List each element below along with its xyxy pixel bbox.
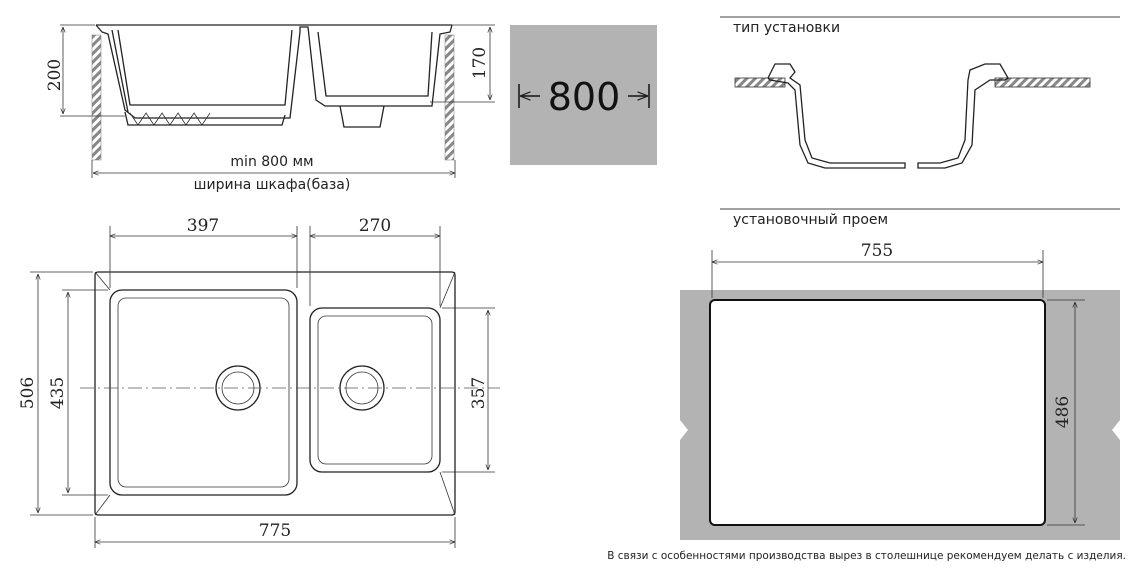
cabinet-wall-left <box>91 34 102 161</box>
cutout-height: 486 <box>1053 396 1073 428</box>
bowl-right-depth: 357 <box>469 377 489 409</box>
cutout-opening <box>709 299 1046 526</box>
plan-view: 397 270 775 506 435 357 <box>18 216 500 548</box>
sink-inner-profile <box>111 29 433 128</box>
cabinet-wall-right <box>444 34 455 161</box>
side-view: 200 170 min 800 мм ширина шкафа(база) <box>45 24 495 193</box>
bowl-left-depth: 435 <box>48 377 68 409</box>
cabinet-width-value: 800 <box>548 75 621 119</box>
overall-depth: 506 <box>18 377 38 409</box>
bowl-right <box>309 307 441 473</box>
footnote: В связи с особенностями производства выр… <box>607 550 1126 562</box>
bowl-right-width: 270 <box>359 216 391 236</box>
sink-outline <box>94 271 456 516</box>
cutout-section: установочный проем 755 486 <box>680 208 1120 540</box>
cabinet-width-label: ширина шкафа(база) <box>194 177 351 193</box>
install-type-title: тип установки <box>733 20 840 36</box>
install-profile-right <box>917 63 1009 169</box>
cabinet-width-badge: 800 <box>510 25 657 165</box>
bowl-left-width: 397 <box>187 216 219 236</box>
overall-width: 775 <box>259 521 291 541</box>
install-profile-left <box>767 63 906 169</box>
cutout-title: установочный проем <box>733 212 888 228</box>
dim-depth-left: 200 <box>45 59 65 91</box>
bowl-left <box>109 289 298 496</box>
install-type-section: тип установки <box>720 16 1120 169</box>
sink-profile <box>95 24 453 119</box>
min-width-label: min 800 мм <box>230 154 313 170</box>
cutout-width: 755 <box>861 241 893 261</box>
sink-rib-pattern <box>129 112 211 126</box>
dim-depth-right: 170 <box>470 47 490 79</box>
